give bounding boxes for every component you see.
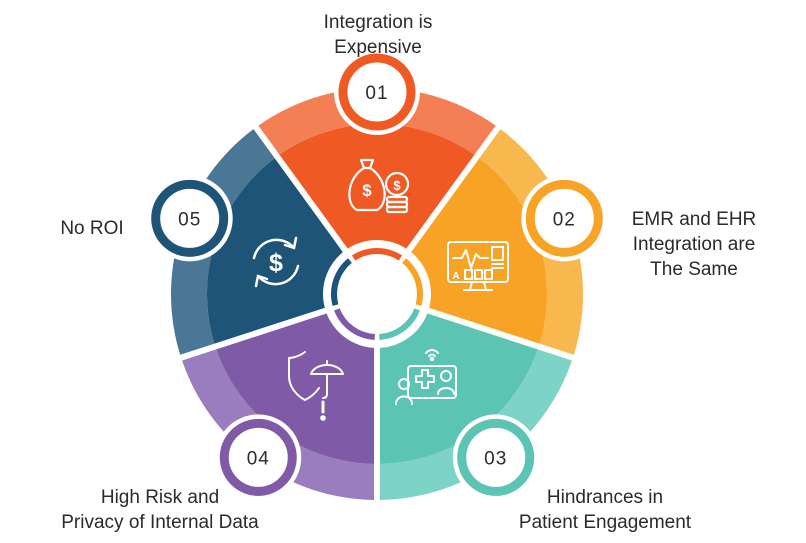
hub-ring-02 <box>402 258 424 306</box>
segment-divider <box>403 122 503 256</box>
hub-ring-05 <box>331 258 352 306</box>
svg-text:$: $ <box>362 181 372 200</box>
label-integration-expensive: Integration is Expensive <box>323 12 433 58</box>
badge-ring-05 <box>151 179 229 257</box>
hub-ring-01 <box>351 247 403 261</box>
badge-number-05: 05 <box>178 209 201 230</box>
segment-rim-03 <box>379 348 573 500</box>
telehealth-doctor-patient-icon <box>395 349 457 405</box>
computer-monitor-chart-icon: A <box>447 241 509 291</box>
money-bag-coins-icon: $ $ <box>348 158 410 214</box>
badge-number-01: 01 <box>365 83 388 104</box>
segment-04 <box>216 311 377 464</box>
badge-ring-03 <box>457 418 535 496</box>
segment-divider <box>176 306 331 362</box>
segment-divider <box>423 306 578 362</box>
hub-ring-04 <box>334 308 375 340</box>
badge-ring-01 <box>338 53 416 131</box>
segment-rim-02 <box>478 129 584 355</box>
center-hub <box>325 242 429 346</box>
segment-05 <box>207 157 345 345</box>
segment-02 <box>409 157 547 345</box>
label-patient-engagement: Hindrances in Patient Engagement <box>518 487 692 533</box>
segments-layer <box>170 87 584 504</box>
svg-text:$: $ <box>393 178 401 193</box>
hub-ring-03 <box>379 308 420 340</box>
label-no-roi: No ROI <box>60 218 124 239</box>
svg-text:$: $ <box>269 249 283 277</box>
badge-ring-02 <box>525 179 603 257</box>
dollar-cycle-icon: $ <box>252 236 300 288</box>
segment-rim-05 <box>170 129 276 355</box>
badge-number-04: 04 <box>247 448 270 469</box>
badge-number-03: 03 <box>484 448 507 469</box>
shield-umbrella-warning-icon <box>288 351 344 421</box>
badge-ring-04 <box>219 418 297 496</box>
number-badges: 01 02 03 04 05 <box>146 49 608 501</box>
svg-text:A: A <box>452 271 459 282</box>
segment-01 <box>279 124 475 250</box>
label-emr-ehr-same: EMR and EHR Integration are The Same <box>631 209 757 280</box>
segment-03 <box>377 311 538 464</box>
segment-rim-04 <box>181 348 375 500</box>
segment-divider <box>251 122 351 256</box>
badge-number-02: 02 <box>553 209 576 230</box>
label-high-risk-privacy: High Risk and Privacy of Internal Data <box>61 487 259 533</box>
